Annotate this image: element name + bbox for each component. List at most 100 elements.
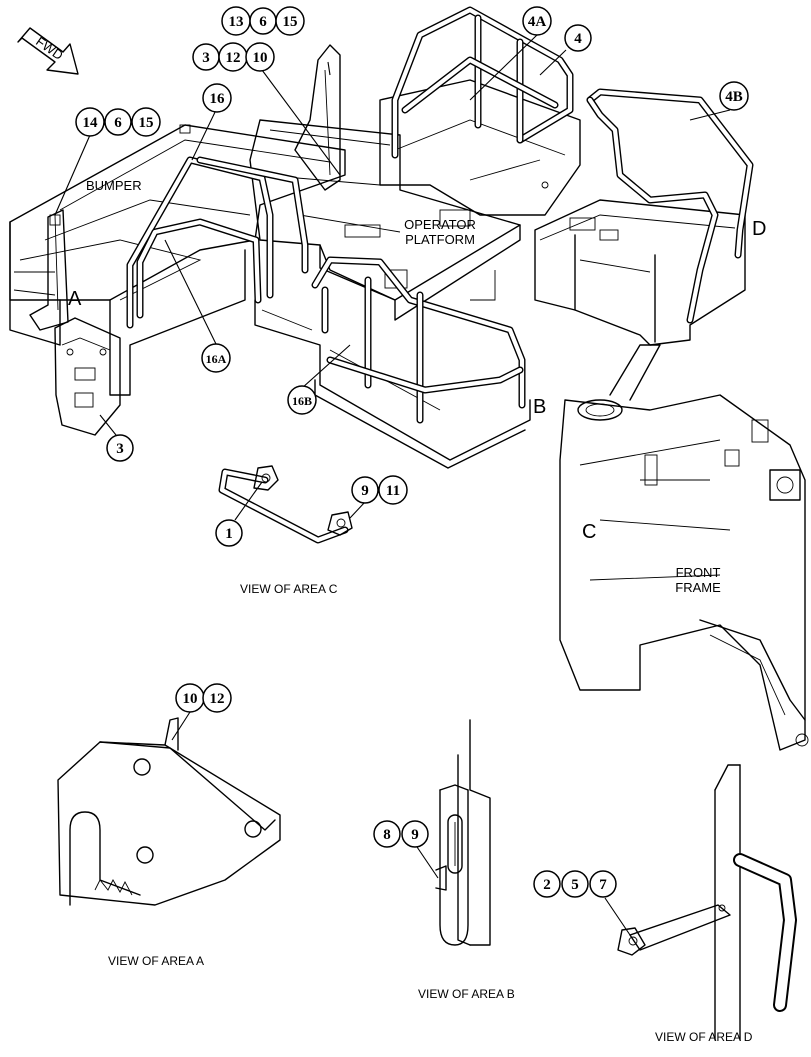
callout-circle bbox=[287, 385, 317, 415]
callout-label: 4A bbox=[528, 14, 547, 30]
front-frame bbox=[559, 344, 809, 751]
callout-c10b: 10 bbox=[175, 683, 205, 713]
callout-c9b: 9 bbox=[401, 820, 429, 848]
callout-c14: 14 bbox=[75, 107, 105, 137]
area-letter-c: C bbox=[582, 521, 596, 543]
callout-circle bbox=[275, 6, 305, 36]
callout-circle bbox=[75, 107, 105, 137]
callout-circle bbox=[106, 434, 134, 462]
leader-lines bbox=[54, 34, 731, 936]
callout-c16: 16 bbox=[202, 83, 232, 113]
callout-label: 5 bbox=[571, 877, 579, 893]
view-caption-c: VIEW OF AREA C bbox=[240, 582, 338, 596]
callout-c2: 2 bbox=[533, 870, 561, 898]
callout-c3b: 3 bbox=[106, 434, 134, 462]
area-letter-b: B bbox=[533, 396, 546, 418]
view-area-a bbox=[57, 717, 281, 906]
callout-c11: 11 bbox=[378, 475, 408, 505]
callout-label: 9 bbox=[361, 483, 369, 499]
callout-label: 13 bbox=[229, 14, 244, 30]
callout-label: 16A bbox=[206, 352, 227, 366]
center-mount-post bbox=[294, 44, 341, 191]
view-caption-b: VIEW OF AREA B bbox=[418, 987, 515, 1001]
front-frame-label-2: FRAME bbox=[675, 580, 721, 595]
callout-c4A: 4A bbox=[522, 6, 552, 36]
callout-circle bbox=[564, 24, 592, 52]
operator-platform-label-1: OPERATOR bbox=[404, 217, 476, 232]
callout-label: 6 bbox=[114, 115, 122, 131]
callout-c12a: 12 bbox=[218, 42, 248, 72]
area-letter-a: A bbox=[68, 288, 82, 310]
callout-c1: 1 bbox=[215, 519, 243, 547]
callout-c6a: 6 bbox=[249, 7, 277, 35]
callout-c16A: 16A bbox=[201, 343, 231, 373]
callout-label: 1 bbox=[225, 526, 233, 542]
handrail-4B bbox=[586, 88, 754, 324]
callout-label: 16B bbox=[292, 394, 312, 408]
callout-c8: 8 bbox=[373, 820, 401, 848]
callout-circle bbox=[131, 107, 161, 137]
callout-label: 7 bbox=[599, 877, 607, 893]
callout-c13: 13 bbox=[221, 6, 251, 36]
callout-c4: 4 bbox=[564, 24, 592, 52]
callout-circle bbox=[351, 476, 379, 504]
callout-c5: 5 bbox=[561, 870, 589, 898]
callout-label: 4B bbox=[725, 89, 743, 105]
callout-label: 3 bbox=[116, 441, 124, 457]
callout-c10a: 10 bbox=[245, 42, 275, 72]
handrail-16A bbox=[136, 218, 262, 319]
callout-label: 8 bbox=[383, 827, 391, 843]
view-caption-d: VIEW OF AREA D bbox=[655, 1030, 753, 1044]
callout-circle bbox=[401, 820, 429, 848]
callout-c9a: 9 bbox=[351, 476, 379, 504]
handrail-4A bbox=[391, 6, 574, 159]
callout-label: 6 bbox=[259, 14, 267, 30]
handrail-16B bbox=[311, 256, 526, 424]
callout-label: 10 bbox=[183, 691, 198, 707]
left-mount-post bbox=[29, 209, 69, 331]
callout-c7: 7 bbox=[589, 870, 617, 898]
callout-circle bbox=[378, 475, 408, 505]
callout-circle bbox=[589, 870, 617, 898]
callout-c4B: 4B bbox=[719, 81, 749, 111]
callout-circle bbox=[561, 870, 589, 898]
callout-circle bbox=[522, 6, 552, 36]
view-area-d bbox=[617, 764, 797, 1041]
area-letter-d: D bbox=[752, 218, 766, 240]
callout-circle bbox=[719, 81, 749, 111]
callout-circle bbox=[104, 108, 132, 136]
bumper-label: BUMPER bbox=[86, 178, 142, 193]
callout-label: 14 bbox=[83, 115, 99, 131]
callout-label: 11 bbox=[386, 483, 400, 499]
operator-platform bbox=[249, 119, 531, 469]
front-frame-label-1: FRONT bbox=[676, 565, 721, 580]
handrail-16 bbox=[126, 156, 309, 329]
rear-deck bbox=[379, 79, 581, 216]
bumper-frame bbox=[9, 124, 346, 396]
bumper-mount-plate bbox=[54, 317, 121, 436]
right-box bbox=[534, 199, 746, 346]
callout-c15a: 15 bbox=[275, 6, 305, 36]
callout-label: 12 bbox=[226, 50, 241, 66]
callout-label: 16 bbox=[210, 91, 226, 107]
callout-label: 3 bbox=[202, 50, 210, 66]
callout-label: 2 bbox=[543, 877, 551, 893]
view-area-b bbox=[435, 719, 491, 946]
callout-label: 4 bbox=[574, 31, 582, 47]
callout-c12b: 12 bbox=[202, 683, 232, 713]
callout-circle bbox=[215, 519, 243, 547]
callout-c3a: 3 bbox=[192, 43, 220, 71]
callout-label: 15 bbox=[139, 115, 154, 131]
view-area-c bbox=[218, 465, 353, 544]
callout-c6b: 6 bbox=[104, 108, 132, 136]
callout-circle bbox=[202, 683, 232, 713]
callout-circle bbox=[533, 870, 561, 898]
operator-platform-label-2: PLATFORM bbox=[405, 232, 475, 247]
view-caption-a: VIEW OF AREA A bbox=[108, 954, 204, 968]
callout-label: 9 bbox=[411, 827, 419, 843]
callout-circle bbox=[201, 343, 231, 373]
callout-circle bbox=[245, 42, 275, 72]
